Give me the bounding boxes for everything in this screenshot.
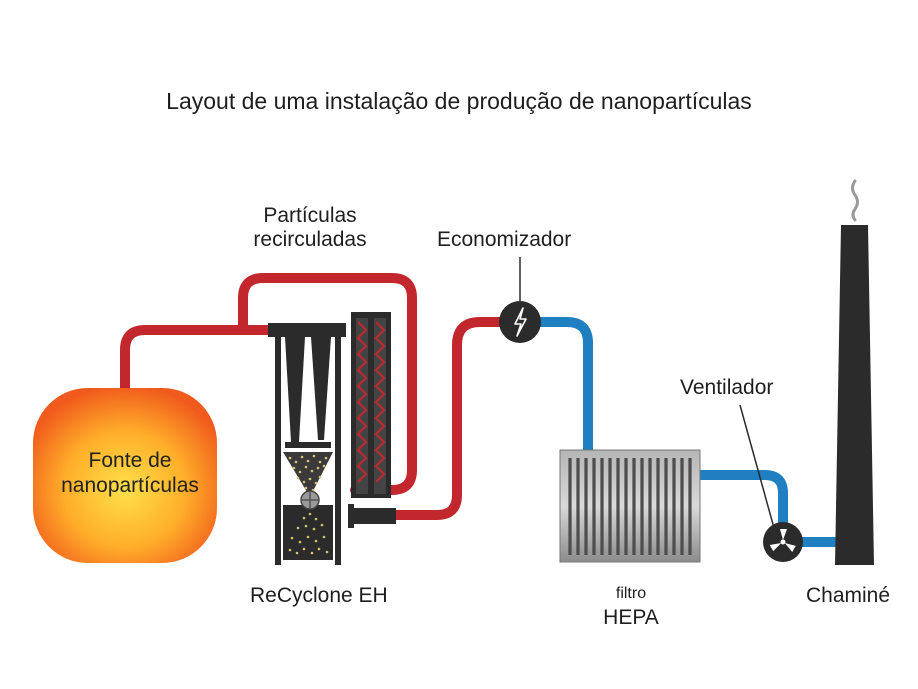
economizer xyxy=(499,301,541,343)
recyclone-unit xyxy=(268,312,396,565)
nanoparticle-source-label: Fonte de nanopartículas xyxy=(61,449,199,497)
page-title: Layout de uma instalação de produção de … xyxy=(166,88,752,114)
fan-icon xyxy=(769,529,796,552)
pipe-economizer-to-filter xyxy=(535,317,593,460)
pipe-filter-to-fan xyxy=(695,470,788,540)
pipe-recirculation-loop xyxy=(238,273,417,495)
hepa-filter xyxy=(559,449,701,563)
chimney xyxy=(835,179,874,565)
fan-label: Ventilador xyxy=(680,376,774,399)
pipe-source-to-recyclone xyxy=(120,325,280,397)
lightning-icon xyxy=(514,307,527,337)
recirculated-particles-label: Partículas recirculadas xyxy=(253,204,367,251)
cold-gas-pipes xyxy=(535,317,845,547)
nanoparticle-source xyxy=(33,388,217,563)
filter-pleats xyxy=(568,458,692,555)
filter-type-label: filtro xyxy=(615,585,647,602)
fan-leader-line xyxy=(739,404,775,529)
economizer-label: Economizador xyxy=(437,228,572,251)
fan xyxy=(763,522,803,562)
smoke-icon xyxy=(851,179,859,222)
particles xyxy=(288,454,329,555)
chimney-label: Chaminé xyxy=(806,584,891,607)
hepa-label: HEPA xyxy=(603,606,659,629)
hot-gas-pipes xyxy=(120,273,505,520)
pipe-recyclone-to-economizer xyxy=(375,317,505,520)
recyclone-label: ReCyclone EH xyxy=(250,584,388,607)
